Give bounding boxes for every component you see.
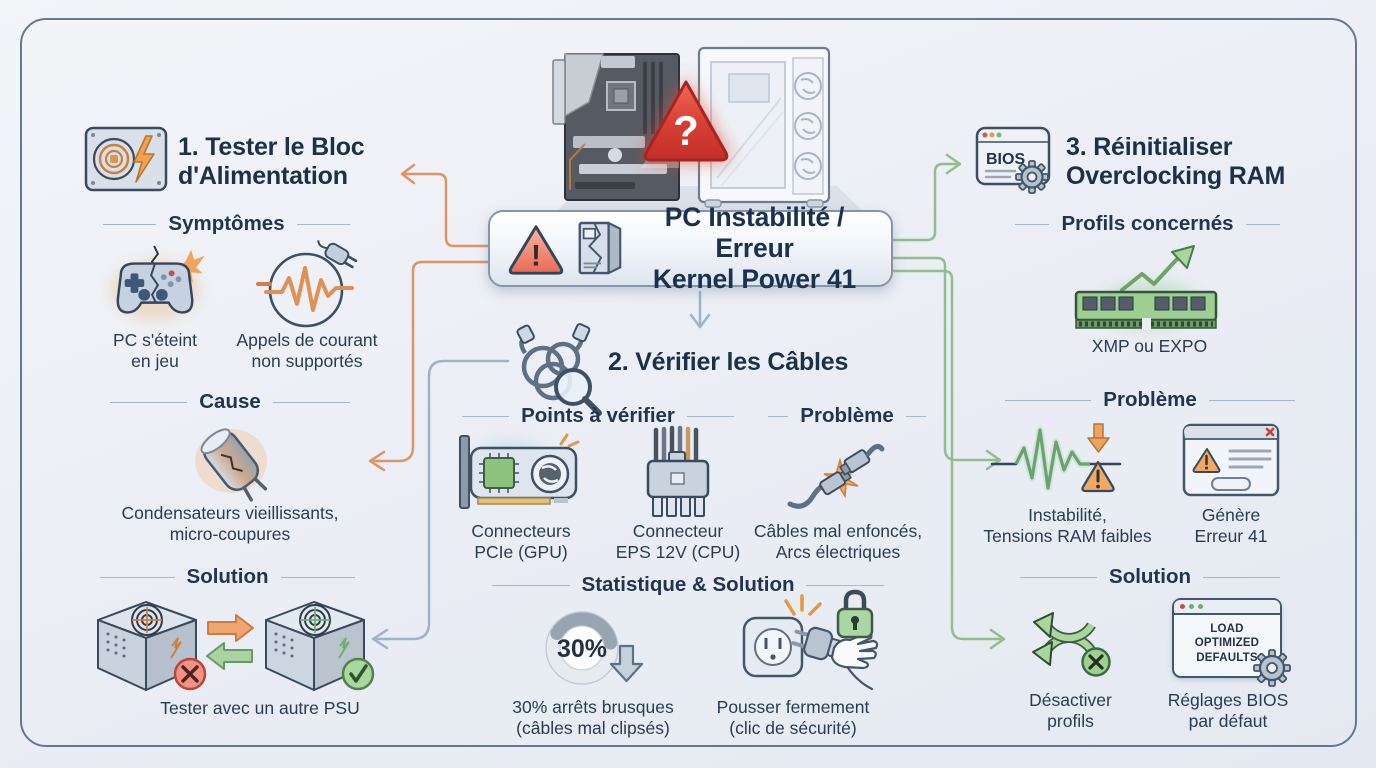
- bios-defaults-window: LOAD OPTIMIZED DEFAULTS: [1172, 598, 1291, 687]
- cables-label: Câbles mal enfoncés, Arcs électriques: [753, 521, 923, 563]
- window-close-x: [1265, 427, 1275, 437]
- main-title-box: ! PC Instabilité / Erreur Kernel Power 4…: [488, 202, 893, 294]
- plug-push-icon: [742, 589, 879, 691]
- alert-triangle-icon: !: [508, 224, 564, 275]
- stat-value: 30%: [557, 635, 607, 663]
- plug-glyph: [317, 240, 358, 269]
- problem3-header: Problème: [1005, 388, 1296, 412]
- section1-title: 1. Tester le Bloc d'Alimentation: [178, 133, 365, 190]
- solution3-header: Solution: [1020, 565, 1281, 589]
- padlock-shackle: [843, 589, 867, 610]
- warning-question-icon: ?: [643, 80, 729, 162]
- stat-donut-icon: 30%: [545, 611, 644, 685]
- ram-xmp-icon: [1074, 245, 1218, 330]
- symptoms-header: Symptômes: [103, 212, 350, 236]
- bios-label: BIOS: [986, 151, 1025, 168]
- section2-title: 2. Vérifier les Câbles: [608, 348, 849, 376]
- error-window-icon: [1182, 423, 1280, 497]
- surge-label: Appels de courant non supportés: [236, 330, 378, 372]
- down-block-arrow: [609, 644, 644, 683]
- gamepad-label: PC s'éteint en jeu: [112, 330, 198, 372]
- gpu-icon: [459, 433, 580, 509]
- magnifier-handle: [582, 396, 602, 416]
- ok-badge: [341, 657, 375, 691]
- bios-defaults-label: Réglages BIOS par défaut: [1167, 690, 1289, 732]
- capacitor-icon: [195, 428, 268, 502]
- instability-label: Instabilité, Tensions RAM faibles: [983, 505, 1152, 547]
- bios-icon: BIOS: [975, 126, 1051, 194]
- load-defaults-text: LOAD OPTIMIZED DEFAULTS: [1194, 623, 1260, 664]
- gear-icon: [1015, 160, 1049, 194]
- broken-pc-icon: [578, 220, 622, 275]
- motherboard-case-illustration: ?: [545, 46, 875, 223]
- main-title-line2: Kernel Power 41: [652, 263, 857, 294]
- psu-swap-label: Tester avec un autre PSU: [160, 698, 360, 718]
- main-title-line1: PC Instabilité / Erreur: [664, 202, 845, 264]
- question-mark: ?: [673, 107, 699, 154]
- cable-check-icon: [516, 323, 602, 416]
- stat-solution-header: Statistique & Solution: [492, 573, 884, 597]
- error41-label: Génère Erreur 41: [1194, 505, 1268, 547]
- eps-connector-icon: [646, 425, 710, 517]
- psu-swap-icon: [97, 601, 375, 691]
- section3-title: 3. Réinitialiser Overclocking RAM: [1066, 133, 1286, 190]
- ram-label: XMP ou EXPO: [1091, 336, 1208, 356]
- voltage-down-arrow: [1093, 423, 1104, 439]
- instability-waveform-icon: [990, 423, 1122, 493]
- cause-header: Cause: [110, 390, 350, 414]
- up-arrow-head: [1171, 245, 1195, 269]
- disable-profiles-icon: [1032, 612, 1111, 677]
- solution1-header: Solution: [100, 565, 356, 589]
- swap-arrow-right: [207, 614, 254, 642]
- swap-arrow-left: [206, 642, 253, 670]
- problem2-header: Problème: [768, 404, 927, 428]
- gpu-label: Connecteurs PCIe (GPU): [471, 521, 571, 563]
- gear-icon: [1253, 649, 1291, 687]
- stat-label: 30% arrêts brusques (câbles mal clipsés): [512, 697, 674, 739]
- broken-cable-icon: [787, 443, 885, 509]
- power-surge-icon: [256, 240, 358, 328]
- exclamation-mark: !: [531, 239, 541, 272]
- window-titlebar: [1174, 600, 1280, 615]
- points-header: Points à vérifier: [462, 404, 734, 428]
- pc-case-icon: [697, 46, 831, 208]
- eps-label: Connecteur EPS 12V (CPU): [615, 521, 741, 563]
- disable-profiles-label: Désactiver profils: [1029, 690, 1112, 732]
- gamepad-icon: [116, 245, 205, 314]
- dialog-button: [1211, 477, 1251, 491]
- push-label: Pousser fermement (clic de sécurité): [716, 697, 870, 739]
- profiles-header: Profils concernés: [1015, 212, 1281, 236]
- psu-icon: [84, 126, 168, 192]
- main-title: PC Instabilité / Erreur Kernel Power 41: [634, 202, 875, 294]
- capacitor-label: Condensateurs vieillissants, micro-coupu…: [121, 503, 339, 545]
